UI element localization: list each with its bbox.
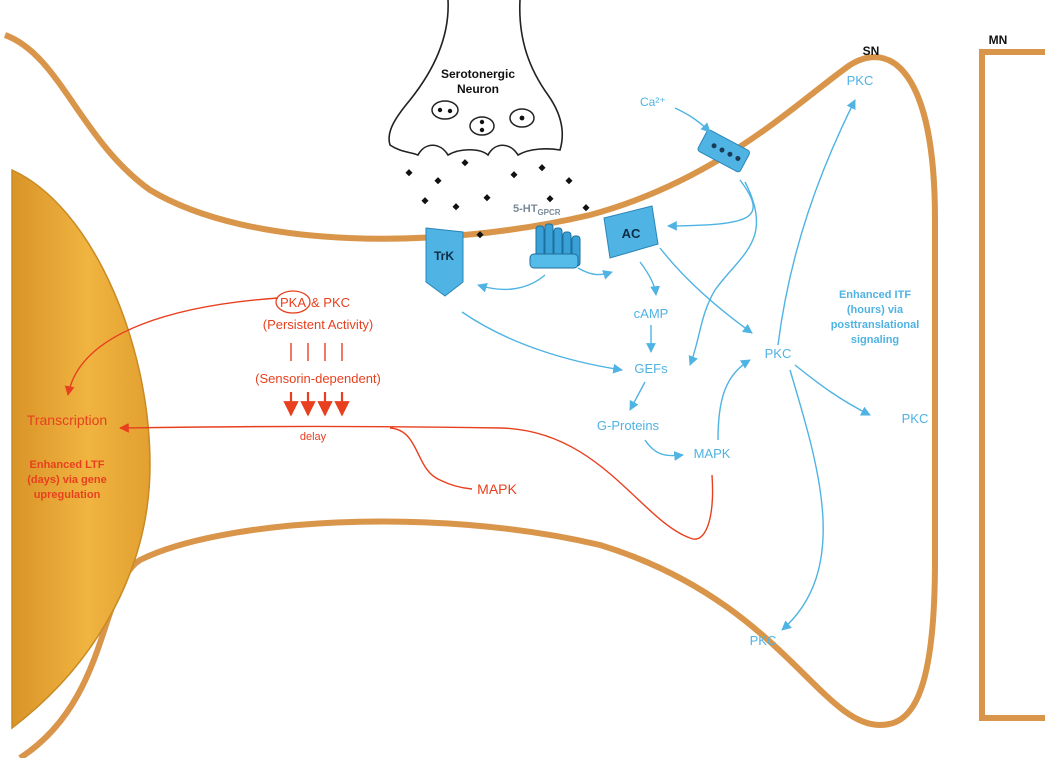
ltf-text-line2: (days) via gene	[27, 474, 106, 486]
itf-text-line3: posttranslational	[831, 319, 920, 331]
pkc-bottom-label: PKC	[750, 633, 777, 648]
arrow-mapk-to-pkc	[717, 359, 751, 441]
transcription-label: Transcription	[27, 412, 107, 428]
arrow-pkc-to-pkc-right	[794, 364, 871, 416]
arrow-channel-to-ac	[667, 179, 754, 231]
itf-text-line1: Enhanced ITF	[839, 289, 911, 301]
arrow-channel-to-gefs	[688, 181, 758, 366]
arrow-gproteins-to-mapk	[644, 439, 684, 461]
persistent-activity-label: (Persistent Activity)	[263, 317, 374, 332]
gproteins-label: G-Proteins	[597, 418, 660, 433]
gpcr-receptor	[529, 223, 581, 269]
trk-label: TrK	[434, 249, 454, 263]
arrow-gpcr-to-trk	[477, 274, 546, 293]
pkc-red-label: & PKC	[311, 295, 350, 310]
gefs-label: GEFs	[634, 361, 668, 376]
red-pathway	[64, 297, 714, 540]
serotonergic-label-line2: Neuron	[457, 82, 499, 96]
pkc-top-label: PKC	[847, 73, 874, 88]
arrow-pkc-to-pkc-bottom	[781, 369, 824, 631]
vesicle	[469, 116, 495, 136]
mapk-blue-label: MAPK	[694, 446, 731, 461]
itf-text-line4: signaling	[851, 334, 899, 346]
arrow-ac-to-camp	[639, 261, 660, 296]
arrow-gefs-to-gproteins	[629, 381, 646, 411]
pkc-right-label: PKC	[902, 411, 929, 426]
trk-receptor	[425, 227, 464, 297]
mn-label: MN	[989, 33, 1008, 47]
itf-text-line2: (hours) via	[847, 304, 904, 316]
arrow-ac-to-pkc	[659, 247, 753, 334]
vesicle	[431, 100, 459, 120]
ltf-text-line1: Enhanced LTF	[30, 459, 105, 471]
sn-membrane-upper	[3, 32, 938, 758]
sensorin-arrows	[283, 392, 350, 417]
arrow-pka-to-transcription	[64, 297, 279, 396]
vesicle	[509, 108, 535, 128]
pkc-mid-label: PKC	[765, 346, 792, 361]
pka-label: PKA	[280, 295, 306, 310]
pka-circle	[275, 290, 311, 314]
arrow-pkc-to-pkc-top	[777, 99, 856, 346]
calcium-channel	[697, 129, 751, 173]
arrow-trk-to-gefs	[461, 311, 623, 374]
delay-label: delay	[300, 431, 327, 443]
persistent-dashes	[290, 343, 343, 361]
adenylyl-cyclase	[603, 205, 659, 259]
ltf-text-line3: upregulation	[34, 489, 101, 501]
nucleus	[11, 168, 151, 730]
serotonin-dots	[405, 159, 590, 239]
sensorin-label: (Sensorin-dependent)	[255, 371, 381, 386]
ca-label: Ca²⁺	[640, 95, 666, 109]
blue-pathway-arrows	[461, 99, 871, 631]
arrow-gpcr-to-ac	[577, 267, 613, 280]
camp-label: cAMP	[634, 306, 669, 321]
ac-label: AC	[622, 226, 641, 241]
mapk-red-label: MAPK	[477, 481, 517, 497]
sn-label: SN	[863, 44, 880, 58]
arrow-ca-entry	[674, 107, 711, 133]
arrow-mapk-to-transcription	[119, 422, 714, 540]
mn-membrane	[979, 49, 1045, 721]
line-red-mapk	[389, 427, 473, 490]
serotonergic-neuron	[388, 0, 590, 239]
serotonergic-terminal-outline	[388, 0, 564, 157]
gpcr-label: 5-HTGPCR	[513, 203, 561, 217]
serotonergic-label-line1: Serotonergic	[441, 67, 515, 81]
